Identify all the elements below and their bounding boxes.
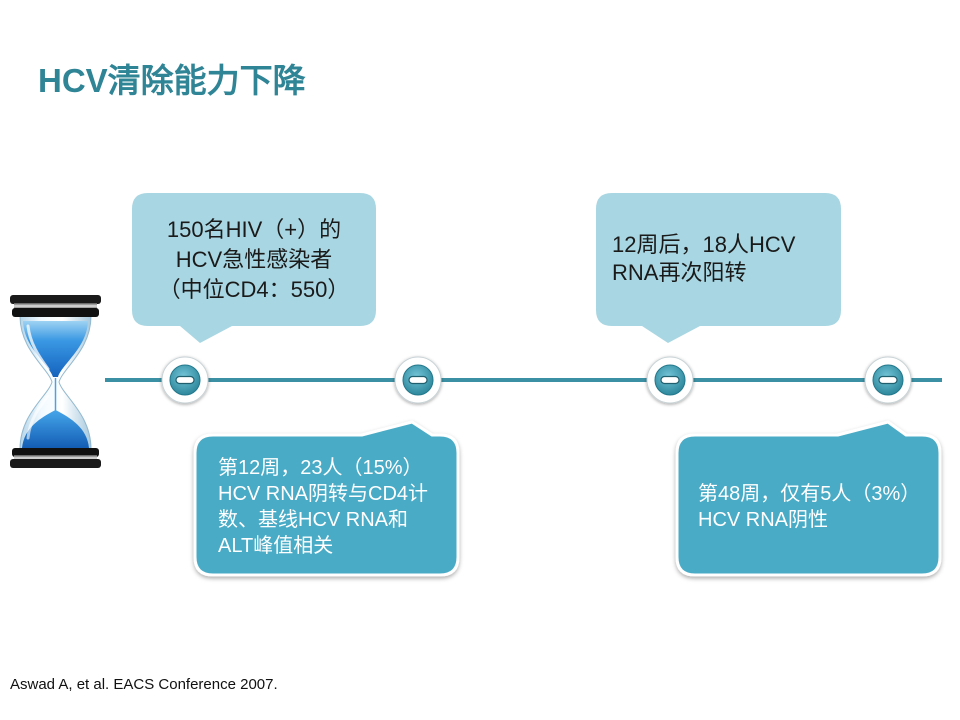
hourglass-cap-bottom xyxy=(10,459,101,468)
callout-below-2 xyxy=(675,420,942,577)
hourglass-sand-top xyxy=(23,321,88,377)
hourglass-cap-top-rim xyxy=(12,308,99,317)
hourglass-highlight-bottom xyxy=(26,394,50,440)
callout-above-2-text: 12周后，18人HCV RNA再次阳转 xyxy=(612,231,836,287)
hourglass-cap-top xyxy=(10,295,101,304)
citation: Aswad A, et al. EACS Conference 2007. xyxy=(10,676,278,693)
callout-line: 第48周，仅有5人（3%） xyxy=(698,483,921,505)
callout-line: ALT峰值相关 xyxy=(218,535,334,557)
hourglass-cap-bottom-rim xyxy=(12,448,99,457)
callout-above-1 xyxy=(132,193,376,343)
callout-line: HCV RNA阴性 xyxy=(698,509,829,531)
minus-circle-icon xyxy=(864,356,912,404)
callout-below-1-text: 第12周，23人（15%） HCV RNA阴转与CD4计 数、基线HCV RNA… xyxy=(218,455,454,559)
callout-below-2-text: 第48周，仅有5人（3%） HCV RNA阴性 xyxy=(698,481,936,533)
hourglass-icon xyxy=(10,295,101,468)
hourglass-cap-top-shine xyxy=(14,303,97,309)
callout-line: 150名HIV（+）的 xyxy=(166,217,342,242)
callout-line: HCV急性感染者 xyxy=(175,247,333,272)
callout-below-1 xyxy=(193,420,460,577)
callout-line: 12周后，18人HCV xyxy=(612,232,796,257)
minus-circle-icon xyxy=(394,356,442,404)
callout-line: HCV RNA阴转与CD4计 xyxy=(218,483,429,505)
hourglass-highlight-top xyxy=(26,324,50,371)
hourglass-sand-bottom xyxy=(22,410,89,448)
callout-line: （中位CD4：550） xyxy=(158,277,350,302)
callout-above-1-text: 150名HIV（+）的 HCV急性感染者 （中位CD4：550） xyxy=(132,215,376,305)
node-minus-bar xyxy=(660,375,680,385)
minus-circle-icon xyxy=(646,356,694,404)
slide-title: HCV清除能力下降 xyxy=(38,62,306,99)
minus-circle-icon xyxy=(161,356,209,404)
callout-line: 数、基线HCV RNA和 xyxy=(218,509,409,531)
node-minus-bar xyxy=(408,375,428,385)
callout-line: RNA再次阳转 xyxy=(612,260,747,285)
callout-above-2 xyxy=(596,193,841,343)
hourglass-cap-bottom-shine xyxy=(14,455,97,461)
node-minus-bar xyxy=(878,375,898,385)
node-minus-bar xyxy=(175,375,195,385)
callout-line: 第12周，23人（15%） xyxy=(218,457,423,479)
